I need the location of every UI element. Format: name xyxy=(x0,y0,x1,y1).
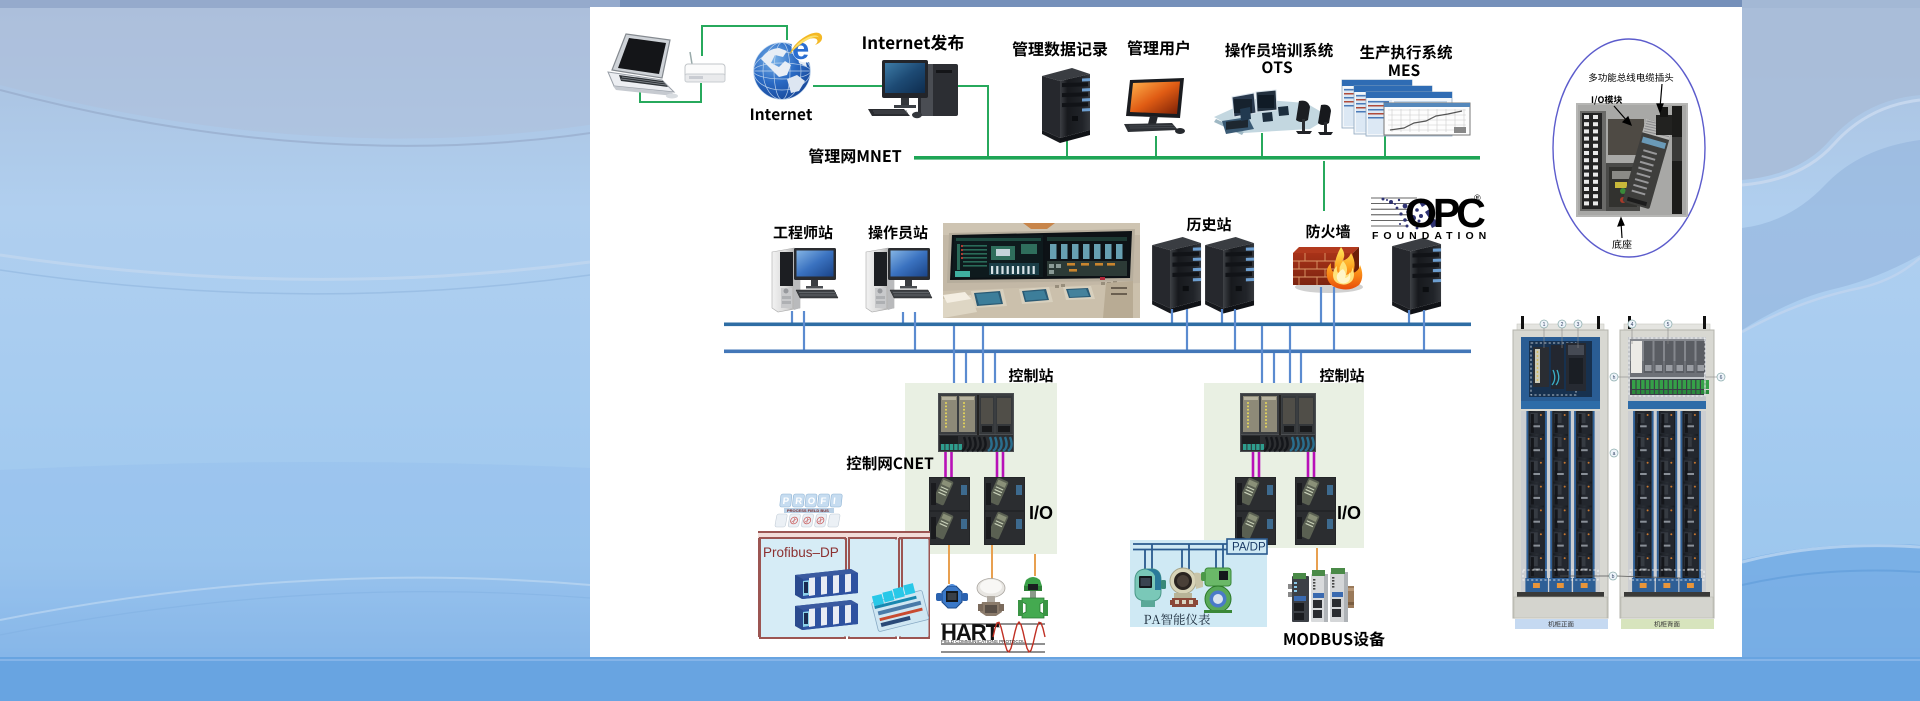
svg-text:4: 4 xyxy=(1631,322,1634,328)
svg-text:PA/DP: PA/DP xyxy=(1232,542,1266,554)
svg-text:Profibus–DP: Profibus–DP xyxy=(763,545,839,560)
svg-text:2: 2 xyxy=(1561,322,1564,328)
svg-text:I/O: I/O xyxy=(1337,503,1361,523)
svg-text:6: 6 xyxy=(1720,375,1723,381)
svg-text:R: R xyxy=(795,496,803,507)
svg-text:h: h xyxy=(1613,375,1616,381)
svg-text:®: ® xyxy=(996,623,1001,630)
svg-text:5: 5 xyxy=(1667,322,1670,328)
svg-text:®: ® xyxy=(1474,193,1481,203)
svg-text:b: b xyxy=(1612,574,1615,580)
svg-text:FIELD COMMUNICATIONS PROTOCOL: FIELD COMMUNICATIONS PROTOCOL xyxy=(941,639,1025,644)
svg-text:PROCESS FIELD BUS: PROCESS FIELD BUS xyxy=(787,508,829,513)
svg-text:I: I xyxy=(832,496,836,507)
svg-text:F: F xyxy=(820,496,827,507)
svg-text:1: 1 xyxy=(1543,322,1546,328)
svg-text:P: P xyxy=(782,496,790,507)
svg-text:I/O: I/O xyxy=(1029,503,1053,523)
svg-text:OPC: OPC xyxy=(1405,190,1485,236)
svg-text:a: a xyxy=(1613,451,1616,457)
svg-text:FOUNDATION: FOUNDATION xyxy=(1372,230,1491,242)
svg-text:3: 3 xyxy=(1577,322,1580,328)
svg-text:O: O xyxy=(807,496,816,507)
